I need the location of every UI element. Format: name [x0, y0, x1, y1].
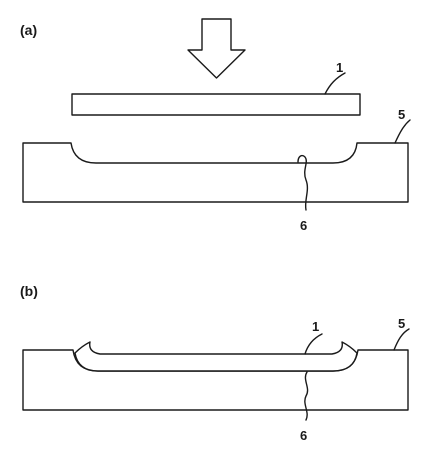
- press-arrow-icon: [187, 18, 246, 79]
- leader-line-plate: [304, 333, 323, 355]
- mold-block: [22, 142, 409, 203]
- leader-line-cavity: [304, 371, 309, 421]
- callout-cavity: 6: [300, 218, 307, 233]
- callout-mold: 5: [398, 107, 405, 122]
- panel-b: (b) 1 5 6: [20, 283, 410, 443]
- leader-line-mold: [393, 328, 410, 351]
- leader-line-mold: [394, 119, 411, 144]
- callout-mold: 5: [398, 316, 405, 331]
- leader-line-plate: [324, 72, 346, 95]
- panel-a-label: (a): [20, 22, 37, 38]
- panel-b-label: (b): [20, 283, 38, 299]
- flat-plate: [71, 93, 361, 116]
- callout-cavity: 6: [300, 428, 307, 443]
- callout-plate: 1: [336, 60, 343, 75]
- leader-line-cavity: [297, 154, 309, 211]
- callout-plate: 1: [312, 319, 319, 334]
- panel-a: (a) 1 5 6: [20, 18, 411, 233]
- pressed-plate: [74, 341, 358, 372]
